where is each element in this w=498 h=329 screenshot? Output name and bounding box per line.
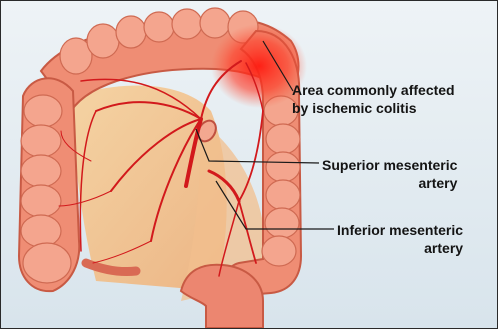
label-sma-line2: artery xyxy=(322,174,457,192)
label-sma-line1: Superior mesenteric xyxy=(322,156,457,174)
label-inferior-mesenteric-artery: Inferior mesenteric artery xyxy=(337,221,463,257)
label-superior-mesenteric-artery: Superior mesenteric artery xyxy=(322,156,457,192)
label-ischemic-line2: by ischemic colitis xyxy=(292,99,455,117)
label-ima-line2: artery xyxy=(337,239,463,257)
label-ischemic-area: Area commonly affected by ischemic colit… xyxy=(292,81,455,117)
label-ischemic-line1: Area commonly affected xyxy=(292,81,455,99)
label-ima-line1: Inferior mesenteric xyxy=(337,221,463,239)
